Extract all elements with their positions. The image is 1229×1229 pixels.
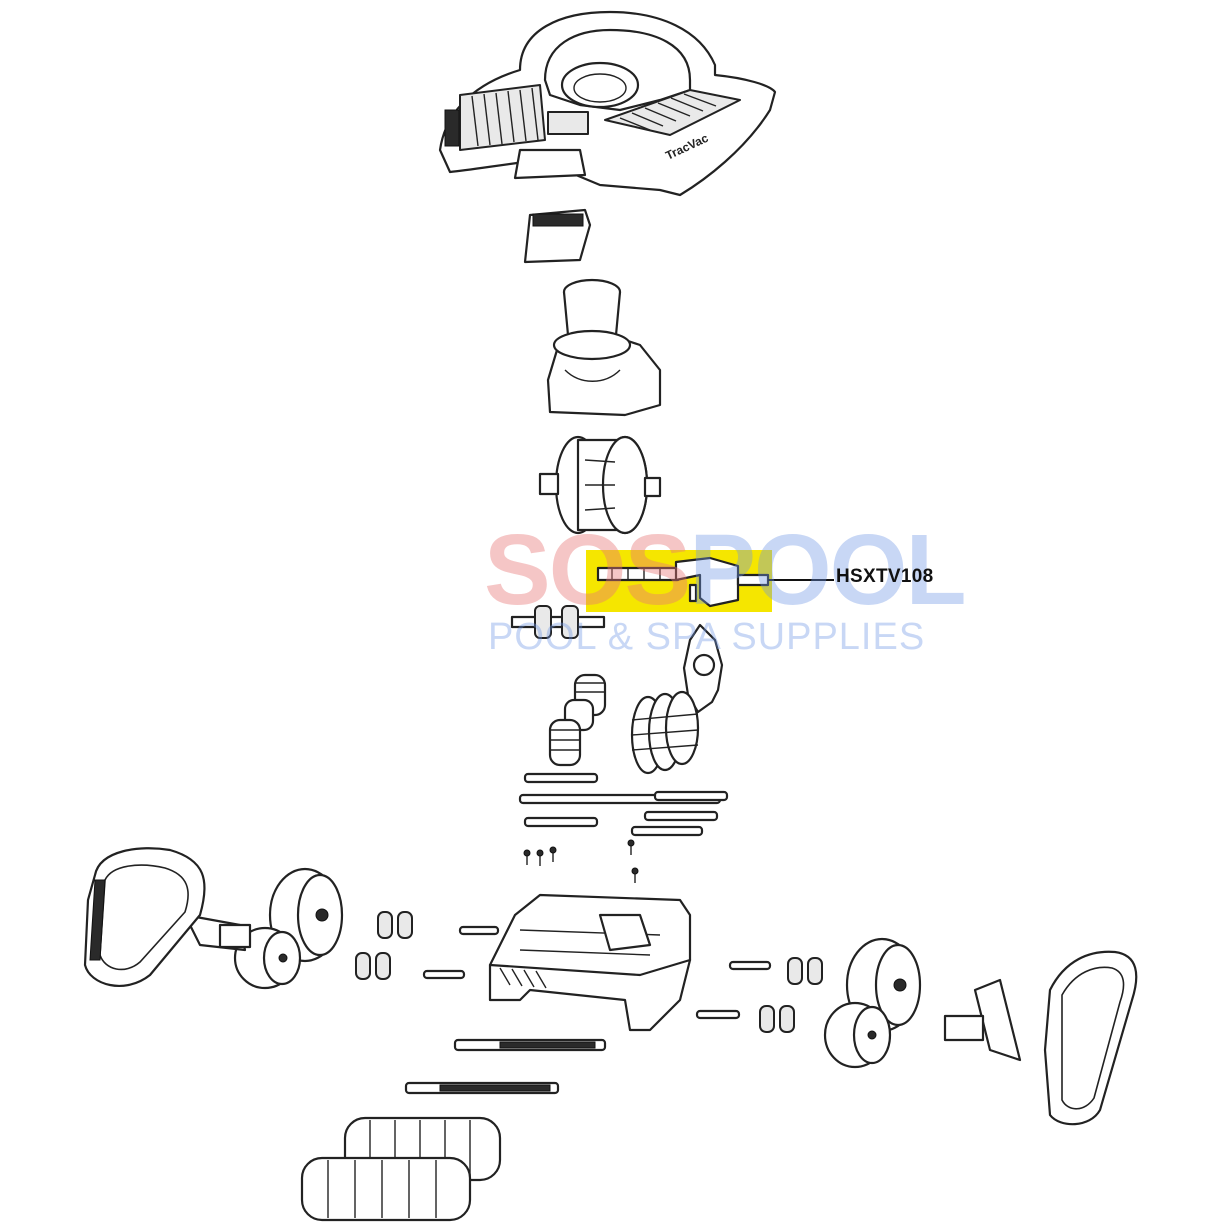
gear-set-left — [548, 673, 607, 767]
highlighted-part-hsxtv108 — [586, 550, 834, 612]
chassis — [488, 893, 692, 1032]
brush-rollers — [300, 1116, 502, 1222]
pins-right — [695, 960, 772, 1020]
gear-set-right — [630, 690, 700, 775]
pins-left — [422, 925, 500, 980]
wheels-left — [183, 867, 344, 990]
wheels-right — [823, 937, 1022, 1069]
brush-shafts — [404, 1038, 607, 1095]
flap-valve — [523, 208, 592, 264]
impeller-housing — [538, 435, 662, 535]
track-right — [1043, 950, 1138, 1126]
axle-rods — [518, 772, 729, 837]
hose-adapter — [546, 278, 662, 417]
bushings-left — [355, 911, 413, 980]
top-cover: TracVac — [438, 10, 777, 197]
track-left — [83, 847, 206, 987]
part-number-label: HSXTV108 — [836, 566, 934, 587]
bushings-right — [759, 957, 823, 1033]
pulley-shaft — [510, 605, 606, 639]
screws — [523, 839, 639, 883]
cam-plate — [682, 623, 724, 714]
